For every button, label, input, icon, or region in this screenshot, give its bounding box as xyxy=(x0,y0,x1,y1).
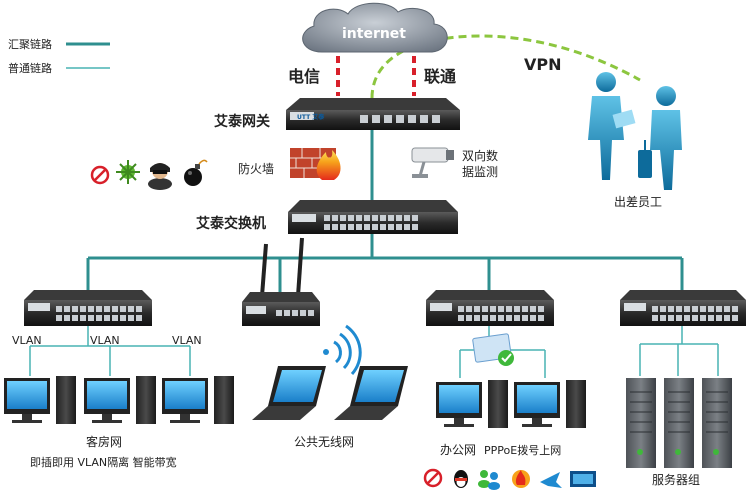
antenna xyxy=(296,237,304,297)
laptop-icon xyxy=(252,366,326,420)
server-group-label: 服务器组 xyxy=(652,472,700,487)
bird-icon xyxy=(540,472,562,488)
hacker-icon xyxy=(148,163,172,190)
gateway-brand: UTT 艾泰 xyxy=(297,113,325,121)
server-icon xyxy=(626,378,656,468)
guest-network-label: 客房网 xyxy=(86,434,122,449)
server-icon xyxy=(664,378,694,468)
office-switch-device xyxy=(426,290,554,326)
legend-aggregate-label: 汇聚链路 xyxy=(8,37,52,51)
office-pppoe-label: PPPoE拨号上网 xyxy=(484,443,561,457)
vlan-label: VLAN xyxy=(12,334,42,347)
firewall-label: 防火墙 xyxy=(238,161,274,176)
no-entry-icon xyxy=(423,468,443,488)
pppoe-dial-icon xyxy=(472,333,514,366)
video-icon xyxy=(570,471,596,487)
virus-icon xyxy=(116,160,140,184)
monitor-label-line1: 双向数 xyxy=(462,148,498,163)
laptop-icon xyxy=(334,366,408,420)
telecom-label: 电信 xyxy=(288,67,320,86)
desktop-pc-icon xyxy=(436,380,508,428)
travel-staff-icon xyxy=(588,72,682,190)
antenna xyxy=(260,243,268,297)
desktop-pc-icon xyxy=(4,376,76,424)
office-network-label: 办公网 xyxy=(440,442,476,457)
gateway-device: UTT 艾泰 xyxy=(286,98,460,130)
desktop-pc-icon xyxy=(514,380,586,428)
desktop-pc-icon xyxy=(84,376,156,424)
msn-icon xyxy=(478,470,500,490)
vlan-label: VLAN xyxy=(172,334,202,347)
server-switch-device xyxy=(620,290,746,326)
core-switch-device xyxy=(288,200,458,234)
links xyxy=(29,34,719,378)
bomb-icon xyxy=(184,159,208,186)
guest-switch-device xyxy=(24,290,152,326)
qq-icon xyxy=(454,470,468,488)
server-icon xyxy=(702,378,732,468)
flame-icon xyxy=(512,470,530,488)
guest-pc-group xyxy=(4,376,234,424)
wifi-signal-icon xyxy=(323,324,362,376)
vlan-label: VLAN xyxy=(90,334,120,347)
camera-icon xyxy=(411,147,454,178)
server-group xyxy=(626,378,732,468)
unicom-label: 联通 xyxy=(424,67,456,86)
no-entry-icon xyxy=(90,165,110,185)
app-icons xyxy=(423,468,596,490)
wifi-network-label: 公共无线网 xyxy=(294,435,354,449)
desktop-pc-icon xyxy=(162,376,234,424)
legend: 汇聚链路 普通链路 xyxy=(8,37,110,75)
travel-staff-label: 出差员工 xyxy=(614,195,662,209)
gateway-label: 艾泰网关 xyxy=(214,113,270,130)
vpn-label: VPN xyxy=(524,55,562,74)
office-pc-group xyxy=(436,380,586,428)
internet-label: internet xyxy=(342,26,406,42)
legend-normal-label: 普通链路 xyxy=(8,61,52,75)
internet-cloud: internet xyxy=(302,2,448,53)
firewall-icon xyxy=(290,148,341,180)
core-switch-label: 艾泰交换机 xyxy=(196,215,266,232)
wifi-router-device xyxy=(242,237,320,326)
threat-icons xyxy=(90,159,208,190)
guest-features-label: 即插即用 VLAN隔离 智能带宽 xyxy=(30,455,177,469)
monitor-label-line2: 据监测 xyxy=(462,165,498,179)
